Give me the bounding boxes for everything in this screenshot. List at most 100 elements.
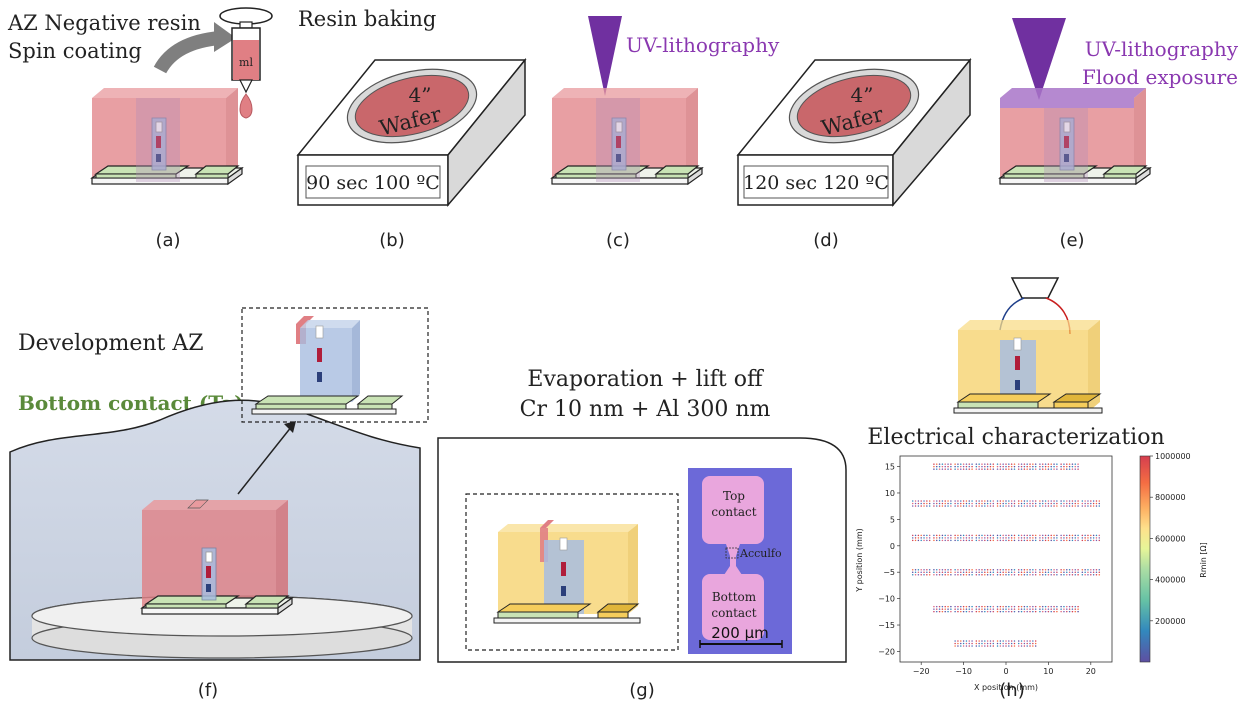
data-point (1056, 468, 1058, 470)
data-point (975, 502, 978, 505)
data-point (978, 608, 980, 610)
data-point (968, 642, 971, 645)
data-point (975, 645, 978, 647)
data-point (962, 568, 965, 571)
y-tick-label: −20 (878, 647, 895, 656)
panel-b-title: Resin baking (298, 7, 436, 31)
data-point (1084, 502, 1086, 505)
panel-e-device (999, 88, 1151, 185)
data-point (947, 502, 949, 505)
data-point (1044, 605, 1047, 608)
data-point (957, 568, 959, 571)
data-point (1032, 608, 1034, 610)
data-point (965, 573, 968, 576)
data-point (1098, 573, 1101, 576)
panel-g-inset (465, 493, 679, 651)
data-point (1071, 539, 1074, 542)
data-point (944, 468, 946, 470)
data-point (1017, 502, 1020, 505)
data-point (1010, 505, 1013, 507)
data-point (1063, 500, 1065, 502)
data-point (999, 568, 1002, 571)
data-point (1092, 568, 1095, 571)
data-point (1020, 571, 1023, 573)
data-point (947, 605, 949, 608)
data-point (917, 568, 920, 571)
data-point (978, 642, 980, 645)
panel-g-device (493, 520, 641, 624)
data-point (1023, 610, 1026, 613)
data-point (1068, 539, 1071, 542)
data-point (981, 610, 983, 613)
data-point (1053, 610, 1055, 613)
data-point (965, 537, 968, 539)
panel-d-letter: (d) (813, 230, 838, 251)
data-point (938, 608, 941, 610)
data-point (954, 573, 956, 576)
wafer-size-d: 4” (851, 83, 874, 107)
data-point (914, 502, 917, 505)
data-point (1010, 468, 1013, 470)
data-point (1060, 534, 1062, 537)
data-point (926, 502, 928, 505)
data-point (933, 534, 935, 537)
data-point (984, 502, 986, 505)
data-point (965, 642, 968, 645)
data-point (971, 463, 973, 465)
micrograph-bottom-label-line2: contact (711, 606, 756, 620)
data-point (1090, 573, 1092, 576)
data-point (1047, 608, 1050, 610)
data-point (1013, 539, 1016, 542)
micrograph-mid-label: Acculfo (739, 547, 782, 560)
data-point (1044, 468, 1047, 470)
data-point (1092, 539, 1095, 542)
data-point (971, 642, 973, 645)
data-point (1039, 502, 1041, 505)
data-point (989, 571, 992, 573)
data-point (971, 537, 973, 539)
device-cluster (954, 500, 973, 507)
data-point (941, 500, 944, 502)
data-point (1053, 463, 1055, 465)
data-point (933, 465, 935, 468)
data-point (935, 610, 938, 613)
data-point (989, 537, 992, 539)
data-point (996, 571, 999, 573)
data-point (992, 502, 995, 505)
data-point (992, 463, 995, 465)
data-point (996, 502, 999, 505)
data-point (999, 465, 1002, 468)
data-point (1023, 505, 1026, 507)
data-point (962, 610, 965, 613)
data-point (1044, 571, 1047, 573)
data-point (917, 539, 920, 542)
data-point (944, 534, 946, 537)
data-point (989, 465, 992, 468)
data-point (984, 534, 986, 537)
data-point (1002, 465, 1004, 468)
data-point (935, 539, 938, 542)
data-point (938, 534, 941, 537)
data-point (1056, 608, 1058, 610)
data-point (1013, 465, 1016, 468)
data-point (981, 534, 983, 537)
data-point (971, 605, 973, 608)
data-point (989, 500, 992, 502)
data-point (965, 463, 968, 465)
data-point (968, 610, 971, 613)
data-point (1017, 468, 1020, 470)
data-point (954, 534, 956, 537)
y-tick-label: −5 (883, 568, 895, 577)
data-point (947, 537, 949, 539)
data-point (935, 468, 938, 470)
data-point (1068, 463, 1071, 465)
data-point (1060, 605, 1062, 608)
data-point (999, 610, 1002, 613)
data-point (1053, 568, 1055, 571)
data-point (933, 505, 935, 507)
data-point (996, 505, 999, 507)
data-point (1039, 468, 1041, 470)
data-point (917, 571, 920, 573)
device-cluster (996, 463, 1016, 470)
